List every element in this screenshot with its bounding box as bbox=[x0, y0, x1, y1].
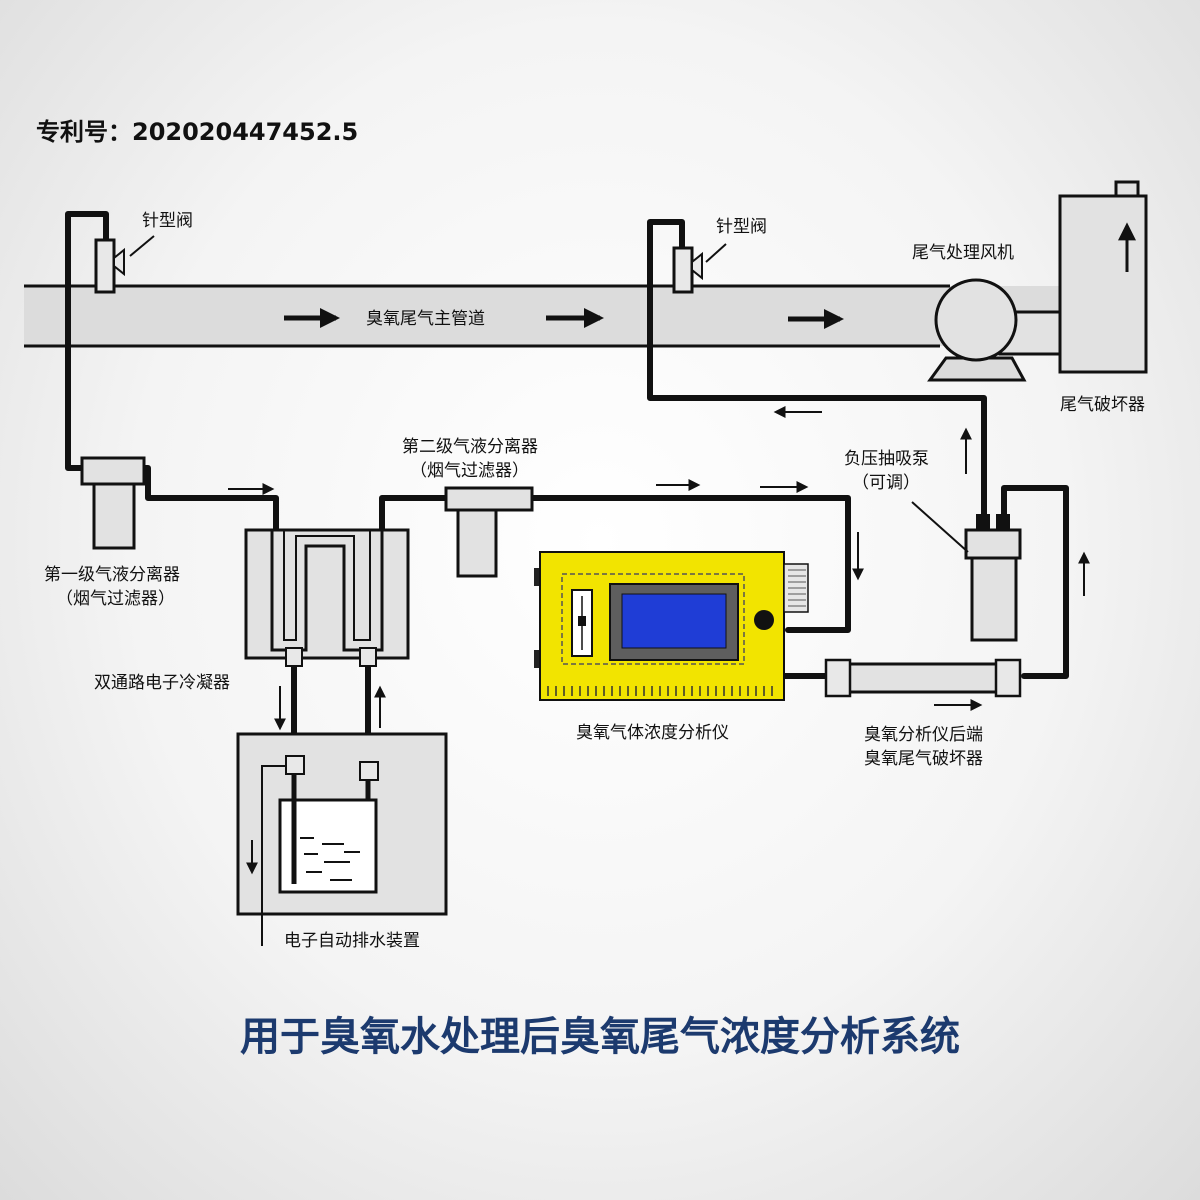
separator-2-label-line1: 第二级气液分离器 bbox=[402, 437, 538, 457]
diagram-title: 用于臭氧水处理后臭氧尾气浓度分析系统 bbox=[240, 1014, 960, 1060]
drain-label: 电子自动排水装置 bbox=[284, 931, 420, 951]
needle-valve-right-label: 针型阀 bbox=[716, 217, 767, 237]
rear-ozone-destructor bbox=[824, 658, 1022, 698]
destructor-label: 尾气破坏器 bbox=[1060, 395, 1145, 415]
needle-valve-left-label: 针型阀 bbox=[142, 211, 193, 231]
separator-1-label-line1: 第一级气液分离器 bbox=[44, 565, 180, 585]
separator-2 bbox=[444, 486, 534, 578]
analyzer-label: 臭氧气体浓度分析仪 bbox=[576, 723, 729, 743]
ozone-analyzer bbox=[534, 551, 809, 701]
needle-valve-right bbox=[672, 246, 703, 294]
main-pipe-label: 臭氧尾气主管道 bbox=[366, 309, 485, 329]
auto-drain-device bbox=[236, 732, 448, 946]
rear-destructor-label-line2: 臭氧尾气破坏器 bbox=[864, 749, 983, 769]
separator-1-label-line2: （烟气过滤器） bbox=[56, 589, 175, 609]
rear-destructor-label-line1: 臭氧分析仪后端 bbox=[864, 725, 983, 745]
pump-label-line1: 负压抽吸泵 bbox=[844, 449, 929, 469]
exhaust-destructor bbox=[1058, 180, 1148, 374]
dual-channel-condenser bbox=[244, 528, 410, 667]
fan-label: 尾气处理风机 bbox=[912, 243, 1014, 263]
exhaust-fan bbox=[927, 278, 1062, 382]
separator-1 bbox=[80, 456, 146, 550]
needle-valve-left bbox=[94, 238, 125, 294]
separator-2-label-line2: （烟气过滤器） bbox=[410, 461, 529, 481]
vacuum-pump bbox=[964, 514, 1022, 642]
patent-number: 专利号：202020447452.5 bbox=[36, 118, 358, 146]
pump-label-line2: （可调） bbox=[852, 473, 920, 493]
main-pipe bbox=[24, 284, 1060, 348]
condenser-label: 双通路电子冷凝器 bbox=[94, 673, 230, 693]
